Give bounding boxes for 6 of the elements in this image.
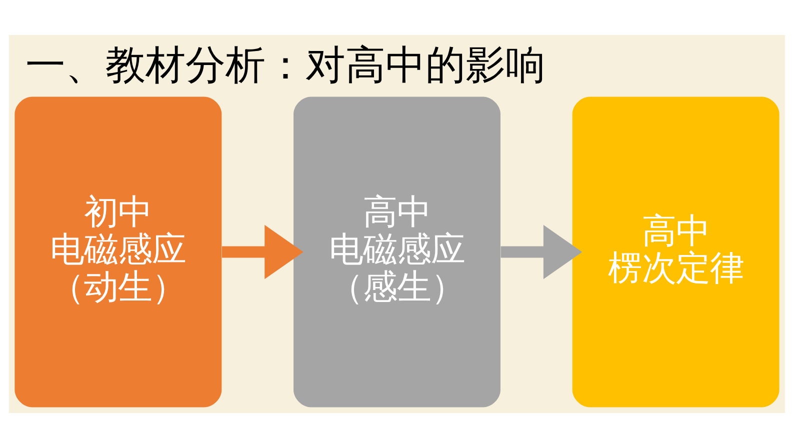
node-box: 高中 电磁感应 （感生）	[294, 96, 500, 407]
node-box: 初中 电磁感应 （动生）	[14, 96, 222, 407]
arrow	[222, 224, 304, 279]
node-box: 高中 楞次定律	[572, 96, 780, 407]
arrow	[500, 224, 582, 279]
diagram-title: 一、教材分析：对高中的影响	[26, 42, 546, 88]
